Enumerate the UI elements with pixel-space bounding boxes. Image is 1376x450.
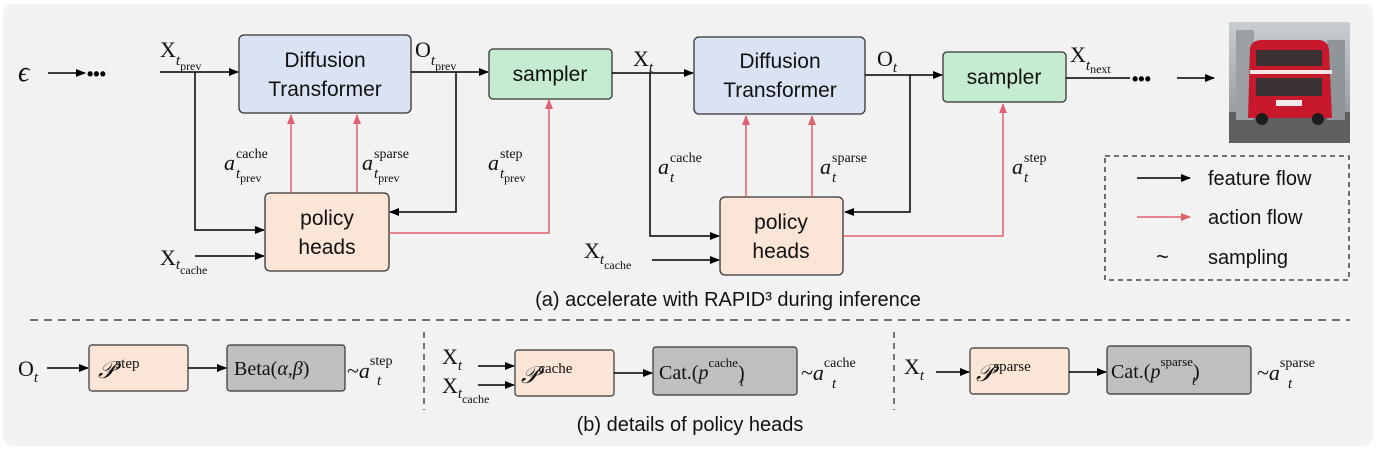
b-a-cache-label: ~acache [801, 356, 856, 385]
legend-sampling-symbol: ~ [1156, 244, 1169, 269]
policy-heads-1 [264, 192, 390, 272]
beta-box [226, 344, 346, 392]
b-x-t-label-cache: Xt [442, 344, 463, 374]
x-tcache-label-2: Xtcache [584, 238, 631, 272]
cat-cache-box [652, 346, 798, 396]
action-step-arrow-2 [843, 103, 1007, 237]
p-sparse-box [969, 347, 1070, 395]
b-x-tcache-label: Xtcache [442, 373, 489, 406]
sampler-1-label: sampler [513, 63, 588, 86]
a-cache-tprev-label: acache [224, 147, 268, 175]
policy-1-line1: policy [300, 207, 354, 230]
b-a-sparse-label: ~asparse [1257, 356, 1315, 385]
transformer-1-line1: Diffusion [284, 49, 365, 72]
ellipsis-start: ••• [87, 64, 106, 84]
cat-cache-sub: t [740, 375, 745, 390]
x-tprev-label: Xtprev [160, 37, 201, 73]
a-step-tprev-sub: tprev [500, 166, 526, 185]
part-b: Ot 𝒫step Beta(α,β) ~astep t Xt Xtcache 𝒫… [18, 332, 1315, 436]
legend-feature-label: feature flow [1208, 168, 1312, 190]
x-tprev-to-policy [194, 72, 265, 234]
a-sparse-tprev-sub: tprev [374, 166, 400, 185]
a-sparse-tprev-label: asparse [362, 147, 409, 175]
o-t-to-policy-2 [844, 75, 911, 216]
epsilon-symbol: ϵ [18, 57, 31, 88]
a-cache-t-sub: t [670, 170, 675, 186]
cat-sparse-label: Cat.(psparse) [1111, 354, 1200, 383]
cat-sparse-box [1106, 345, 1252, 395]
a-sparse-t-sub: t [832, 170, 837, 186]
p-sparse-label: 𝒫sparse [976, 359, 1031, 387]
legend-sampling-label: sampling [1208, 247, 1288, 269]
generated-image-bus [1229, 22, 1350, 143]
caption-b: (b) details of policy heads [577, 414, 804, 436]
a-step-tprev-label: astep [488, 147, 523, 175]
transformer-2-line1: Diffusion [739, 50, 820, 73]
caption-a: (a) accelerate with RAPID³ during infere… [535, 289, 921, 311]
cat-sparse-sub: t [1192, 374, 1197, 389]
a-step-t-label: astep [1012, 151, 1047, 179]
o-tprev-to-policy [389, 72, 457, 216]
policy-heads-2 [719, 196, 844, 276]
b-x-t-label-sparse: Xt [904, 354, 925, 384]
policy-2-line2: heads [752, 240, 809, 263]
diffusion-transformer-2 [693, 36, 866, 115]
transformer-1-line2: Transformer [268, 78, 382, 101]
part-a: ϵ ••• Xtprev Diffusion Transformer Otpre… [18, 22, 1350, 311]
a-step-t-sub: t [1024, 170, 1029, 186]
a-cache-t-label: acache [658, 151, 702, 179]
policy-2-line1: policy [754, 211, 808, 234]
b-o-t-label: Ot [18, 356, 39, 386]
transformer-2-line2: Transformer [723, 79, 837, 102]
x-t-label: Xt [633, 46, 654, 76]
o-tprev-label: Otprev [415, 37, 456, 73]
beta-label: Beta(α,β) [234, 358, 309, 380]
cat-cache-label: Cat.(pcache) [659, 355, 745, 384]
b-a-step-sub: t [377, 373, 382, 389]
action-step-arrow-1 [389, 99, 553, 234]
diffusion-transformer-1 [238, 34, 412, 114]
legend: feature flow action flow ~ sampling [1104, 155, 1350, 281]
b-a-step-label: ~astep [347, 354, 392, 383]
x-tnext-label: Xtnext [1070, 42, 1111, 76]
legend-action-label: action flow [1208, 207, 1303, 229]
legend-box [1104, 155, 1350, 281]
a-cache-tprev-sub: tprev [236, 166, 262, 185]
x-tcache-label-1: Xtcache [160, 245, 207, 277]
ellipsis-end: ••• [1132, 69, 1151, 89]
b-a-sparse-sub: t [1288, 376, 1293, 392]
o-t-label: Ot [877, 46, 898, 76]
x-t-to-policy-2 [649, 73, 720, 240]
a-sparse-t-label: asparse [820, 151, 867, 179]
sampler-2-label: sampler [967, 66, 1042, 89]
b-a-cache-sub: t [832, 376, 837, 392]
sampler-2 [942, 51, 1067, 103]
background-panel [3, 4, 1373, 446]
policy-1-line2: heads [298, 236, 355, 259]
